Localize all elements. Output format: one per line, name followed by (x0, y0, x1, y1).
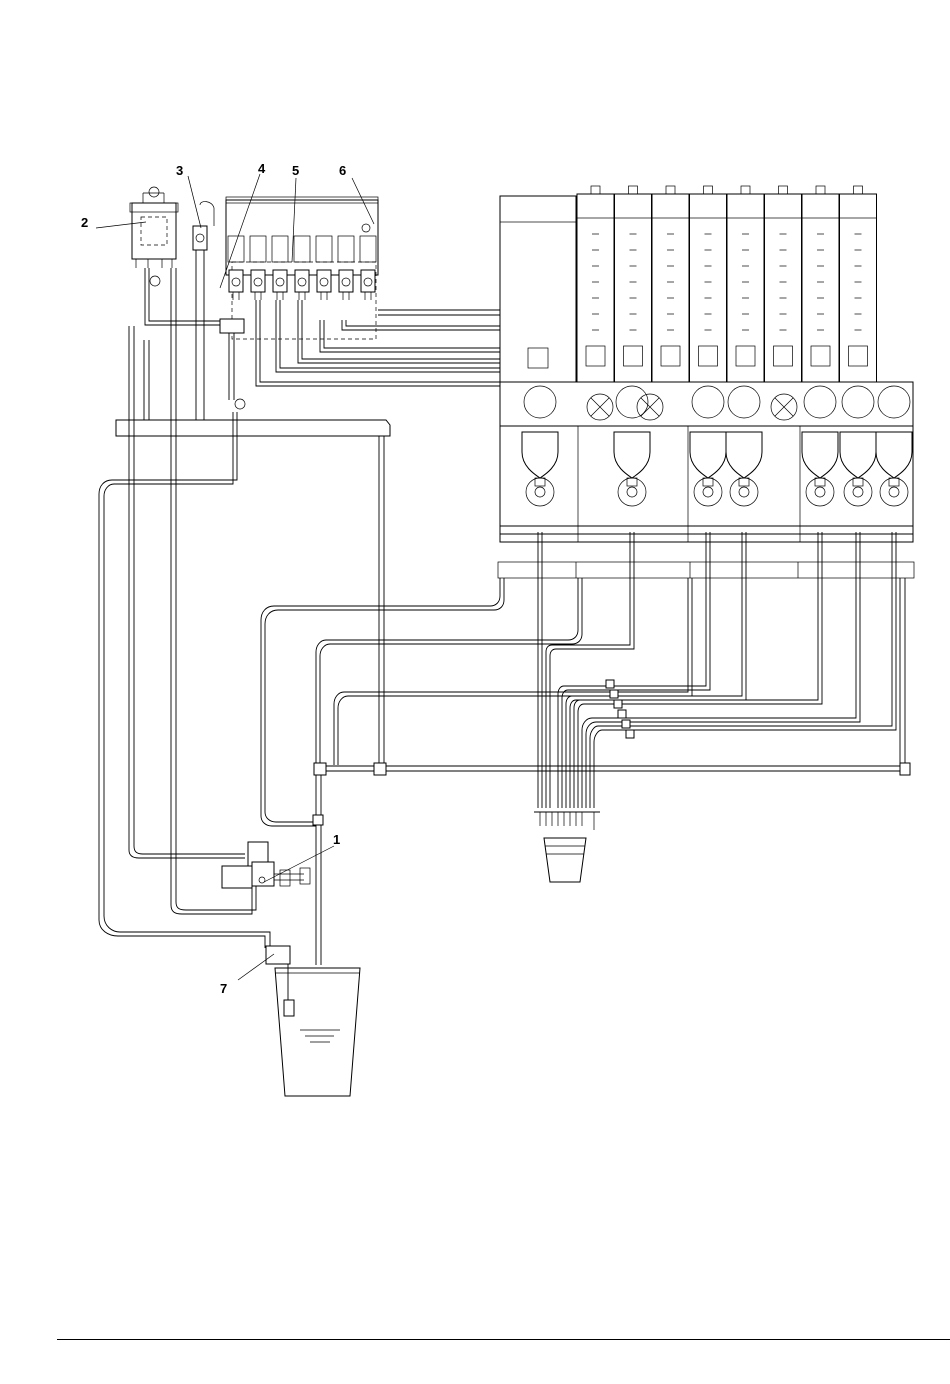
canister (615, 186, 652, 382)
clamp (610, 690, 618, 698)
callout-4: 4 (258, 162, 265, 176)
leader-lines (96, 174, 374, 980)
clamp (626, 730, 634, 738)
canister (577, 186, 614, 382)
callout-5: 5 (292, 164, 299, 178)
canister (727, 186, 764, 382)
clamp (614, 700, 622, 708)
canister (690, 186, 727, 382)
callout-1: 1 (333, 833, 340, 847)
clamp (618, 710, 626, 718)
waste-bucket (266, 946, 360, 1096)
counter-top (116, 420, 390, 436)
callout-2: 2 (81, 216, 88, 230)
callout-7: 7 (220, 982, 227, 996)
canister (802, 186, 839, 382)
tube-clamps (606, 680, 634, 738)
air-break-valve (193, 202, 214, 270)
clamp (622, 720, 630, 728)
dispense-nozzles (534, 812, 600, 830)
footer-rule (57, 1339, 950, 1340)
callout-6: 6 (339, 164, 346, 178)
clamp (606, 680, 614, 688)
canister (652, 186, 689, 382)
canister (840, 186, 877, 382)
callout-3: 3 (176, 164, 183, 178)
canister (765, 186, 802, 382)
cup (544, 838, 586, 882)
ingredient-canisters (577, 186, 877, 382)
